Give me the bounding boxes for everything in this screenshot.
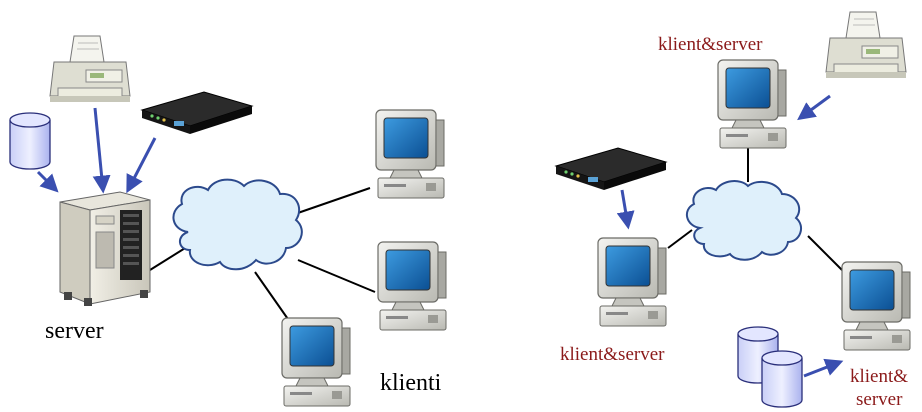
- link-right-peer-cloud: [807, 235, 843, 271]
- server-label: server: [45, 318, 104, 344]
- peer-pc-icon: [717, 59, 787, 149]
- right-network: klient&server klient&server klient& serv…: [555, 11, 911, 410]
- link-cloud-client-mid: [297, 259, 376, 293]
- clients-label: klienti: [380, 370, 442, 396]
- link-left-peer-cloud: [667, 229, 693, 249]
- peer-label-top: klient&server: [658, 34, 763, 55]
- router-icon: [141, 91, 253, 135]
- peer-label-left: klient&server: [560, 344, 665, 365]
- network-cloud-icon: [685, 180, 803, 261]
- client-pc-icon: [281, 317, 351, 407]
- database-icon: [9, 112, 51, 170]
- link-cloud-client-top: [291, 187, 371, 216]
- router-icon: [555, 147, 667, 191]
- arrow-db-to-peer: [803, 358, 844, 378]
- peer-pc-icon: [597, 237, 667, 327]
- arrow-router-to-peer: [616, 189, 635, 230]
- database-icon: [761, 350, 803, 408]
- link-cloud-client-bottom: [254, 271, 291, 323]
- left-network: server klienti: [9, 35, 447, 407]
- client-pc-icon: [375, 109, 445, 199]
- arrow-db-to-server: [36, 170, 59, 193]
- arrow-printer-to-server: [92, 107, 111, 194]
- peer-label-right-line1: klient&: [850, 366, 908, 387]
- printer-icon: [825, 11, 907, 79]
- peer-label-right-line2: server: [856, 389, 903, 410]
- network-cloud-icon: [172, 178, 303, 271]
- arrow-printer-to-peer: [797, 94, 831, 121]
- printer-icon: [49, 35, 131, 103]
- peer-pc-icon: [841, 261, 911, 351]
- arrow-router-to-server: [126, 137, 157, 194]
- client-pc-icon: [377, 241, 447, 331]
- tower-server-icon: [59, 191, 151, 307]
